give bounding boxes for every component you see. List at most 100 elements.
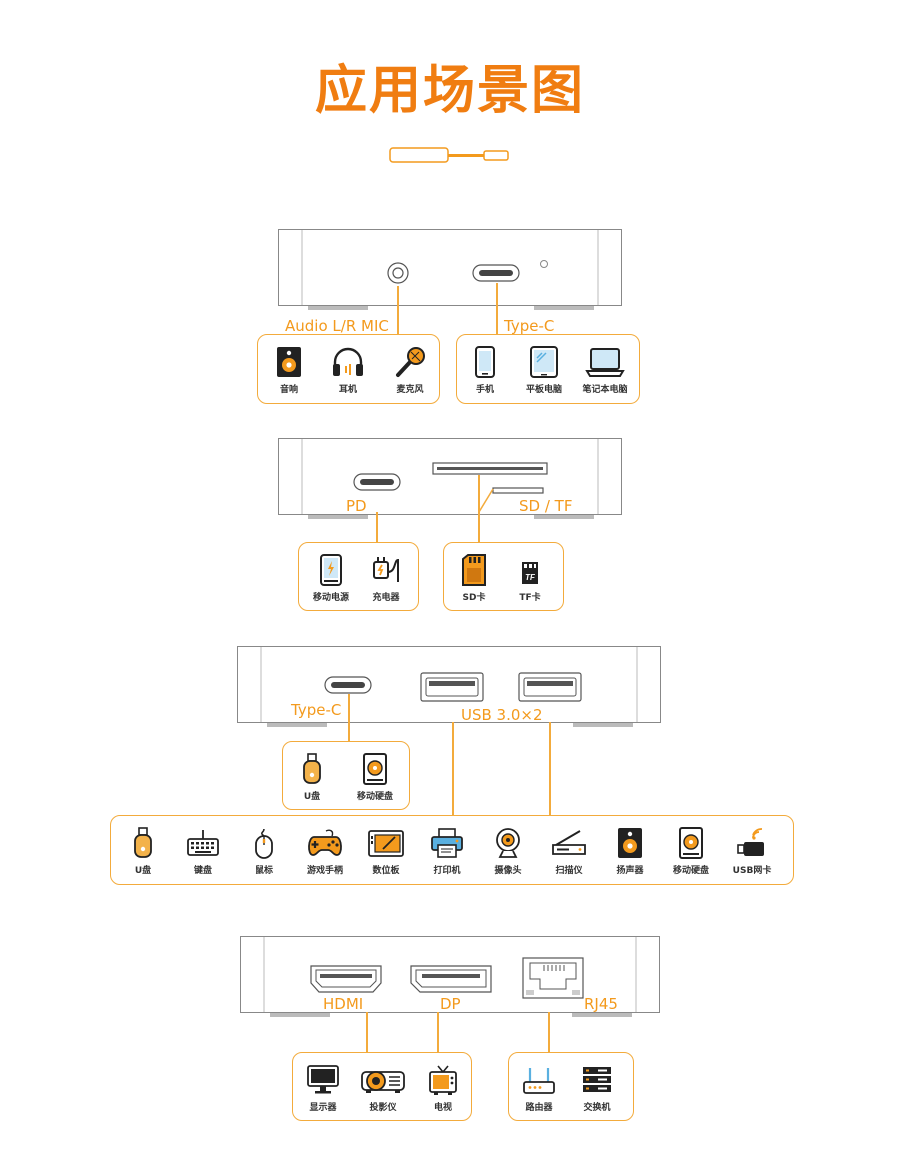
device-drawing-tablet: 数位板 bbox=[346, 827, 426, 876]
device-label: 扬声器 bbox=[616, 866, 644, 876]
usb-devices-group: U盘 键盘 鼠标 游戏手柄 数位板 打印机 摄像头 扫描仪 扬声器 移动硬盘 U… bbox=[110, 815, 794, 885]
usb-port-label: USB 3.0×2 bbox=[461, 706, 543, 724]
connector-line bbox=[397, 286, 399, 334]
device-speaker: 音响 bbox=[249, 346, 329, 395]
type-c-storage-group: U盘 移动硬盘 bbox=[282, 741, 410, 810]
device-projector: 投影仪 bbox=[343, 1064, 423, 1113]
device-hard-drive: 移动硬盘 bbox=[651, 827, 731, 876]
pd-port-label: PD bbox=[346, 497, 367, 515]
charger-icon bbox=[373, 557, 399, 582]
rj45-port bbox=[522, 957, 584, 999]
device-label: 键盘 bbox=[193, 866, 212, 876]
hard-drive-icon bbox=[363, 753, 387, 785]
device-tv: 电视 bbox=[403, 1064, 483, 1113]
device-label: 耳机 bbox=[338, 385, 357, 395]
usb-wifi-icon bbox=[737, 828, 764, 856]
audio-devices-group: 音响 耳机 麦克风 bbox=[257, 334, 440, 404]
gamepad-icon bbox=[308, 829, 342, 856]
device-usb-wifi: USB网卡 bbox=[712, 827, 792, 876]
keyboard-icon bbox=[187, 830, 219, 856]
card-slot-label: SD / TF bbox=[519, 497, 573, 515]
device-label: 充电器 bbox=[372, 593, 400, 603]
device-usb-drive: U盘 bbox=[103, 827, 183, 876]
device-label: 摄像头 bbox=[494, 866, 522, 876]
device-router: 路由器 bbox=[499, 1064, 579, 1113]
connector-line bbox=[437, 1012, 439, 1052]
tablet-icon bbox=[530, 346, 558, 378]
displayport-port bbox=[410, 965, 492, 993]
device-label: 数位板 bbox=[372, 866, 400, 876]
device-label: 路由器 bbox=[525, 1103, 553, 1113]
pd-devices-group: 移动电源 充电器 bbox=[298, 542, 419, 611]
hdmi-port bbox=[310, 965, 382, 993]
device-label: SD卡 bbox=[462, 593, 486, 603]
router-icon bbox=[523, 1068, 555, 1094]
indicator-led bbox=[540, 260, 548, 268]
device-gamepad: 游戏手柄 bbox=[285, 827, 365, 876]
dp-port-label: DP bbox=[440, 995, 461, 1013]
pd-type-c-port bbox=[353, 473, 401, 491]
connector-line bbox=[478, 475, 480, 542]
usb-drive-icon bbox=[134, 827, 152, 858]
device-label: 平板电脑 bbox=[525, 385, 562, 395]
device-webcam: 摄像头 bbox=[468, 827, 548, 876]
speaker-icon bbox=[277, 347, 301, 377]
connector-line bbox=[376, 512, 378, 542]
connector-line bbox=[348, 694, 350, 742]
switch-icon bbox=[583, 1067, 611, 1092]
tv-icon bbox=[429, 1065, 457, 1095]
printer-icon bbox=[431, 828, 463, 858]
device-label: 移动电源 bbox=[312, 593, 349, 603]
device-tablet: 平板电脑 bbox=[504, 346, 584, 395]
device-printer: 打印机 bbox=[407, 827, 487, 876]
microphone-icon bbox=[396, 347, 425, 377]
webcam-icon bbox=[496, 828, 520, 858]
connector-line bbox=[478, 488, 494, 513]
type-c-devices-group: 手机 平板电脑 笔记本电脑 bbox=[456, 334, 640, 404]
card-devices-group: SD卡 TF TF卡 bbox=[443, 542, 564, 611]
monitor-icon bbox=[307, 1065, 339, 1094]
hard-drive-icon bbox=[679, 827, 703, 859]
tf-card-slot bbox=[492, 487, 544, 494]
device-monitor: 显示器 bbox=[283, 1064, 363, 1113]
device-label: 投影仪 bbox=[369, 1103, 397, 1113]
device-label: TF卡 bbox=[519, 593, 541, 603]
drawing-tablet-icon bbox=[368, 830, 404, 857]
connector-line bbox=[549, 722, 551, 815]
laptop-icon bbox=[585, 348, 625, 377]
audio-port-label: Audio L/R MIC bbox=[285, 317, 389, 335]
power-bank-icon bbox=[320, 554, 342, 586]
device-label: 笔记本电脑 bbox=[582, 385, 628, 395]
network-devices-group: 路由器 交换机 bbox=[508, 1052, 634, 1121]
type-c-port bbox=[472, 264, 520, 282]
device-label: 音响 bbox=[279, 385, 298, 395]
device-label: 显示器 bbox=[309, 1103, 337, 1113]
usb-port-1 bbox=[420, 672, 484, 702]
device-speaker: 扬声器 bbox=[590, 827, 670, 876]
projector-icon bbox=[361, 1071, 405, 1093]
device-usb-drive: U盘 bbox=[272, 753, 352, 802]
connector-line bbox=[496, 283, 498, 334]
type-c-port bbox=[324, 676, 372, 694]
rj45-port-label: RJ45 bbox=[584, 995, 618, 1013]
device-label: U盘 bbox=[134, 866, 152, 876]
device-label: 移动硬盘 bbox=[356, 792, 393, 802]
headphones-icon bbox=[333, 347, 363, 376]
device-tf-card: TF TF卡 bbox=[490, 554, 570, 603]
hdmi-port-label: HDMI bbox=[323, 995, 364, 1013]
connector-line bbox=[452, 722, 454, 815]
adapter-decoration bbox=[389, 147, 509, 163]
device-front-panel bbox=[278, 229, 622, 310]
device-scanner: 扫描仪 bbox=[529, 827, 609, 876]
device-label: 麦克风 bbox=[396, 385, 424, 395]
device-label: U盘 bbox=[303, 792, 321, 802]
mouse-icon bbox=[255, 828, 273, 859]
device-label: 交换机 bbox=[583, 1103, 611, 1113]
device-keyboard: 键盘 bbox=[163, 827, 243, 876]
speaker-icon bbox=[618, 828, 642, 858]
display-devices-group: 显示器 投影仪 电视 bbox=[292, 1052, 472, 1121]
device-label: USB网卡 bbox=[732, 866, 772, 876]
audio-jack-port bbox=[387, 262, 409, 284]
connector-line bbox=[366, 1012, 368, 1052]
sd-card-slot bbox=[432, 462, 548, 475]
